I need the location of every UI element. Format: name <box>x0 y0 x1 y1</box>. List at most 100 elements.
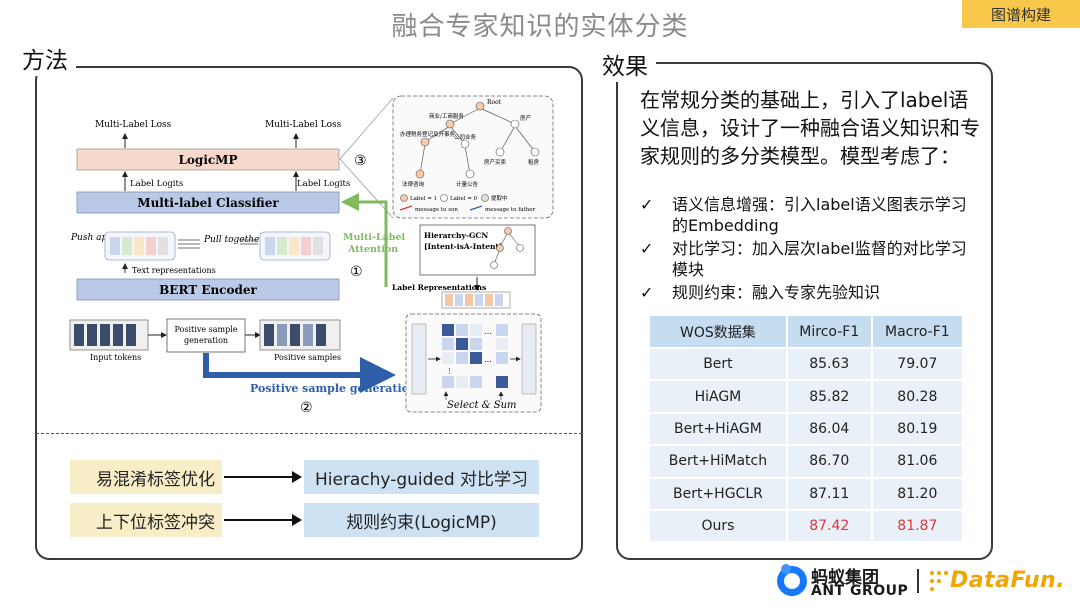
svg-text:Label = 0: Label = 0 <box>450 196 478 202</box>
svg-text:…: … <box>484 327 492 336</box>
feature-text: 规则约束：融入专家先验知识 <box>672 283 881 302</box>
mapping-row-1: 易混淆标签优化 Hierachy-guided 对比学习 <box>70 460 539 494</box>
model-cell: HiAGM <box>650 381 786 412</box>
table-row: Bert+HGCLR 87.11 81.20 <box>650 478 962 509</box>
positive-gen-caption: Positive sample generation <box>250 382 417 395</box>
bert-label: BERT Encoder <box>159 283 257 297</box>
svg-text:房产: 房产 <box>520 114 532 122</box>
input-tokens-block <box>69 319 149 351</box>
attention-label: Attention <box>347 244 398 255</box>
ant-group-name-cn: 蚂蚁集团 <box>811 568 879 588</box>
gcn-label: Hierarchy-GCN <box>424 231 488 240</box>
checkmark-icon: ✓ <box>640 283 654 302</box>
right-arrow-icon <box>222 460 304 494</box>
problem-label-2: 上下位标签冲突 <box>70 503 222 537</box>
mapping-row-2: 上下位标签冲突 规则约束(LogicMP) <box>70 503 539 537</box>
effect-heading: 效果 <box>594 52 656 82</box>
logits-label-right: Label Logits <box>297 179 350 189</box>
text-repr-label: Text representations <box>132 266 216 275</box>
input-tokens-label: Input tokens <box>90 353 141 362</box>
table-row: Ours 87.42 81.87 <box>650 510 962 542</box>
svg-text:提取中: 提取中 <box>491 194 508 202</box>
svg-text:message to father: message to father <box>485 207 536 213</box>
pull-together-label: Pull together <box>203 235 264 245</box>
solution-label-2: 规则约束(LogicMP) <box>304 503 539 537</box>
logits-label-left: Label Logits <box>130 179 183 189</box>
micro-f1-cell: 86.70 <box>787 446 871 477</box>
micro-f1-cell: 87.11 <box>787 478 871 509</box>
svg-text:[Intent-isA-Intent]: [Intent-isA-Intent] <box>424 242 502 251</box>
svg-text:商业/工商服务: 商业/工商服务 <box>429 112 464 120</box>
effect-panel <box>616 62 993 560</box>
loss-label-right: Multi-Label Loss <box>265 120 342 130</box>
micro-f1-cell-best: 87.42 <box>787 510 871 542</box>
macro-f1-cell: 80.28 <box>872 381 962 412</box>
select-sum-matrix: … … ⋮ Select & Sum <box>405 313 542 413</box>
feature-item: ✓ 对比学习：加入层次label监督的对比学习模块 <box>640 238 980 280</box>
classifier-box <box>76 191 340 214</box>
text-repr-vectors-right <box>259 231 331 261</box>
classifier-label: Multi-label Classifier <box>137 196 279 210</box>
logicmp-label: LogicMP <box>178 153 237 167</box>
ant-group-logo: 蚂蚁集团 ANT GROUP <box>775 562 915 602</box>
feature-item: ✓ 语义信息增强：引入label语义图表示学习的Embedding <box>640 194 980 236</box>
effect-description: 在常规分类的基础上，引入了label语义信息，设计了一种融合语义知识和专家规则的… <box>640 88 980 168</box>
feature-list: ✓ 语义信息增强：引入label语义图表示学习的Embedding ✓ 对比学习… <box>640 194 980 305</box>
feature-text: 语义信息增强：引入label语义图表示学习的Embedding <box>672 195 967 235</box>
svg-text:Root: Root <box>487 99 502 106</box>
micro-f1-cell: 85.63 <box>787 349 871 380</box>
column-header: Mirco-F1 <box>787 316 871 347</box>
table-row: Bert+HiMatch 86.70 81.06 <box>650 446 962 477</box>
svg-text:⋮: ⋮ <box>446 367 453 375</box>
slide-title: 融合专家知识的实体分类 <box>391 12 689 42</box>
feature-text: 对比学习：加入层次label监督的对比学习模块 <box>672 239 967 279</box>
hierarchy-gcn-box: Hierarchy-GCN [Intent-isA-Intent] <box>419 224 536 276</box>
loss-label-left: Multi-Label Loss <box>95 120 172 130</box>
label-repr-label: Label Representations <box>392 283 486 292</box>
macro-f1-cell: 79.07 <box>872 349 962 380</box>
macro-f1-cell: 81.06 <box>872 446 962 477</box>
svg-text:公司业务: 公司业务 <box>454 133 477 141</box>
table-row: Bert 85.63 79.07 <box>650 349 962 380</box>
svg-text:租房: 租房 <box>528 158 540 166</box>
datafun-logo-icon <box>930 571 948 591</box>
logo-separator <box>917 569 919 593</box>
bert-box <box>76 278 340 301</box>
micro-f1-cell: 85.82 <box>787 381 871 412</box>
model-cell: Bert <box>650 349 786 380</box>
step-2-marker: ② <box>300 400 313 416</box>
svg-text:房产买卖: 房产买卖 <box>484 158 507 166</box>
ant-group-name-en: ANT GROUP <box>811 583 909 599</box>
step-3-marker: ③ <box>354 153 367 169</box>
checkmark-icon: ✓ <box>640 239 654 258</box>
ant-logo-icon <box>777 564 807 596</box>
results-table: WOS数据集 Mirco-F1 Macro-F1 Bert 85.63 79.0… <box>648 314 964 543</box>
macro-f1-cell: 80.19 <box>872 413 962 445</box>
table-row: HiAGM 85.82 80.28 <box>650 381 962 412</box>
model-architecture-diagram: Multi-Label Loss Multi-Label Loss LogicM… <box>69 95 554 416</box>
select-sum-label: Select & Sum <box>447 400 517 411</box>
positive-samples-block <box>259 319 341 351</box>
checkmark-icon: ✓ <box>640 195 654 214</box>
svg-text:…: … <box>484 355 492 364</box>
step-1-marker: ① <box>350 264 363 280</box>
micro-f1-cell: 86.04 <box>787 413 871 445</box>
right-arrow-icon <box>222 503 304 537</box>
model-cell: Bert+HiMatch <box>650 446 786 477</box>
positive-samples-label: Positive samples <box>274 353 341 362</box>
model-cell: Ours <box>650 510 786 542</box>
svg-text:Label = 1: Label = 1 <box>410 196 437 202</box>
column-header: WOS数据集 <box>650 316 786 347</box>
svg-text:message to son: message to son <box>415 207 458 213</box>
column-header: Macro-F1 <box>872 316 962 347</box>
problem-label-1: 易混淆标签优化 <box>70 460 222 494</box>
datafun-text: DataFun. <box>950 568 1066 593</box>
svg-text:办理税务登记及开事务: 办理税务登记及开事务 <box>400 130 456 138</box>
table-header-row: WOS数据集 Mirco-F1 Macro-F1 <box>650 316 962 347</box>
macro-f1-cell-best: 81.87 <box>872 510 962 542</box>
category-tag: 图谱构建 <box>962 0 1080 28</box>
label-repr-vector <box>441 291 511 309</box>
push-apart-label: Push apart <box>70 233 121 243</box>
svg-text:法律咨询: 法律咨询 <box>402 180 425 188</box>
